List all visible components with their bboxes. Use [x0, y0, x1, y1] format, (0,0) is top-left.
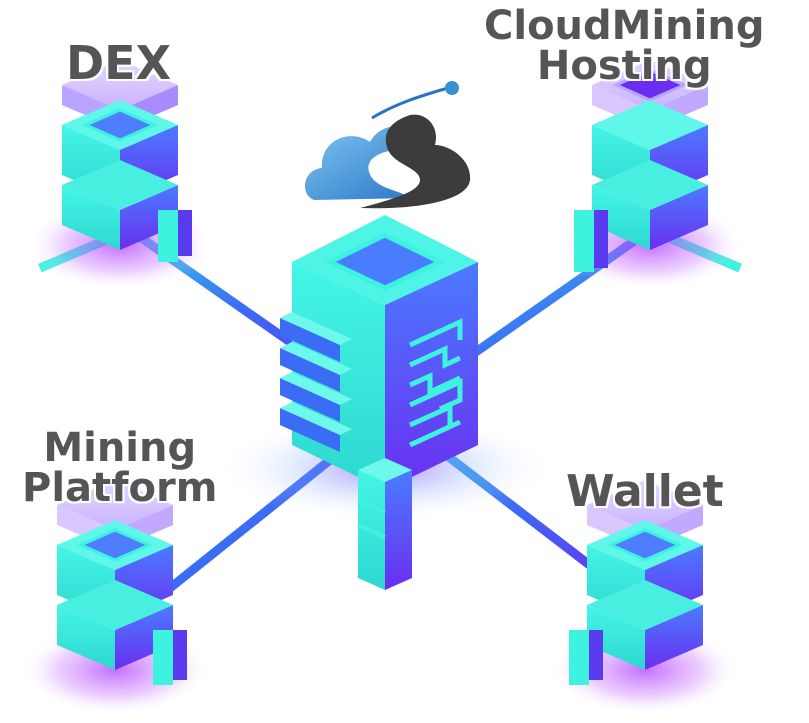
- circuit-pattern: [408, 318, 463, 448]
- label-dex: DEX: [66, 36, 172, 90]
- node-mining-platform: [20, 480, 210, 715]
- label-mining-line2: Platform: [22, 465, 218, 511]
- label-cloudmining-hosting: CloudMining Hosting: [484, 6, 764, 86]
- label-cloudmining-line1: CloudMining: [484, 3, 765, 49]
- label-cloudmining-line2: Hosting: [536, 43, 712, 89]
- node-cloudmining: [555, 60, 745, 290]
- label-wallet: Wallet: [566, 466, 724, 517]
- label-mining-line1: Mining: [43, 425, 197, 471]
- label-mining-platform: Mining Platform: [22, 428, 217, 508]
- node-dex: [25, 60, 215, 290]
- central-server: [215, 215, 555, 590]
- cloud-s-logo-icon: [304, 81, 471, 209]
- server-rack-bars: [280, 312, 352, 452]
- node-wallet: [550, 480, 740, 715]
